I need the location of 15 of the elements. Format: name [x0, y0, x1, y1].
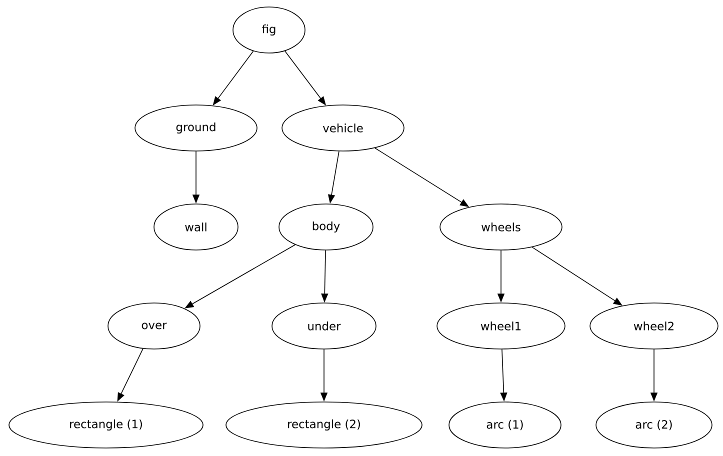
tree-node: ground	[134, 104, 258, 152]
tree-node: rectangle (1)	[8, 402, 204, 448]
tree-node: arc (1)	[448, 402, 562, 448]
tree-node: vehicle	[282, 104, 404, 152]
tree-node: under	[272, 302, 376, 350]
tree-node: wheel1	[436, 302, 566, 350]
tree-node: wheels	[440, 204, 562, 250]
tree-node: over	[108, 302, 200, 350]
arrow	[284, 50, 326, 106]
tree-node: rectangle (2)	[226, 402, 422, 448]
tree-node: wall	[154, 204, 238, 250]
tree-node: body	[278, 204, 374, 250]
tree-node: wheel2	[590, 302, 718, 350]
tree-node: arc (2)	[596, 402, 712, 448]
tree-node: fig	[232, 6, 306, 54]
